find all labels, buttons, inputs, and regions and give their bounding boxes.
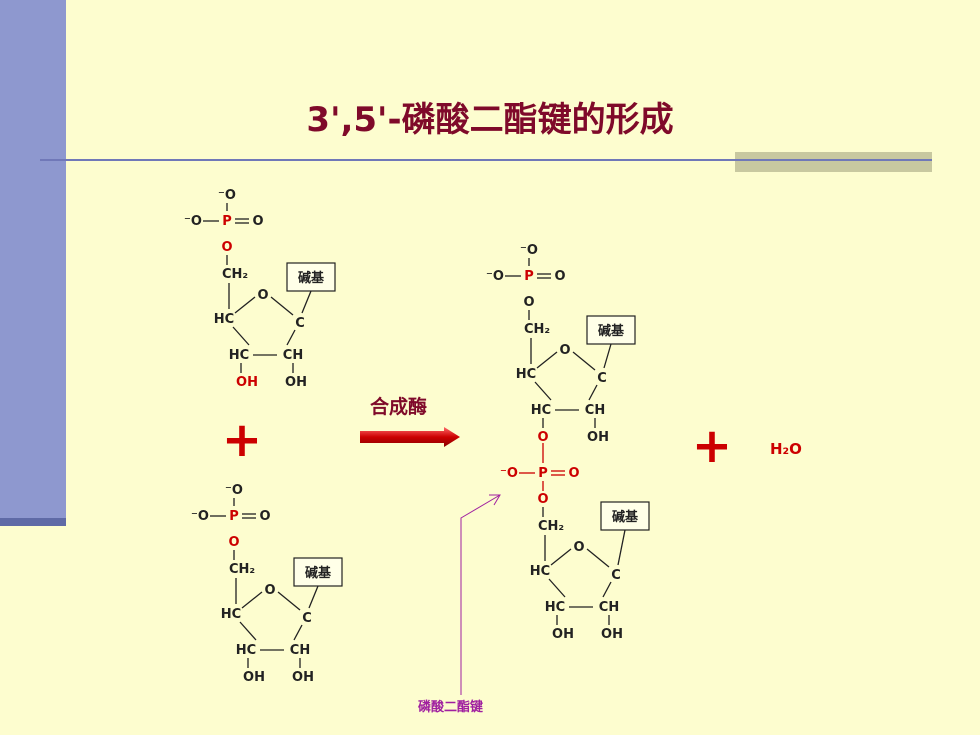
base-label: 碱基 bbox=[298, 270, 325, 286]
phosphate-top-oxygen: ⁻O bbox=[218, 188, 236, 203]
phosphorus-atom: P bbox=[222, 214, 232, 229]
ring-bond-o-c1 bbox=[586, 548, 610, 568]
c4-hc: HC bbox=[516, 367, 536, 382]
base-bond bbox=[603, 343, 612, 369]
c3-hc: HC bbox=[545, 600, 565, 615]
ring-bond-o-c1 bbox=[277, 591, 301, 611]
left-sidebar-edge bbox=[0, 518, 66, 526]
c3-hydroxyl: OH bbox=[236, 375, 258, 390]
base-bond bbox=[301, 290, 312, 314]
c3-hydroxyl: OH bbox=[552, 627, 574, 642]
phosphate-top-oxygen: ⁻O bbox=[225, 483, 243, 498]
ring-oxygen: O bbox=[257, 288, 268, 303]
ester-oxygen: O bbox=[221, 240, 232, 255]
enzyme-label: 合成酶 bbox=[370, 395, 427, 418]
ring-bond-c4-c3 bbox=[232, 326, 250, 346]
c2-hydroxyl: OH bbox=[601, 627, 623, 642]
base-bond bbox=[308, 585, 319, 609]
base-bond bbox=[617, 529, 626, 566]
ring-bond-c1-c2 bbox=[602, 581, 612, 598]
c4-hc: HC bbox=[221, 607, 241, 622]
title-rule-block bbox=[735, 152, 932, 172]
left-sidebar-bar bbox=[0, 0, 66, 522]
ch2-group: CH₂ bbox=[229, 562, 255, 577]
phosphate-left-oxygen: ⁻O bbox=[184, 214, 202, 229]
c2-ch: CH bbox=[585, 403, 605, 418]
ester-oxygen: O bbox=[523, 295, 534, 310]
phosphate-top-oxygen: ⁻O bbox=[520, 243, 538, 258]
plus-sign-right: + bbox=[692, 418, 732, 474]
ring-bond-o-c1 bbox=[572, 351, 596, 371]
bridge-phosphorus: P bbox=[538, 466, 548, 481]
ring-bond-c4-o bbox=[234, 296, 256, 314]
phosphate-right-oxygen: O bbox=[252, 214, 263, 229]
c1-carbon: C bbox=[302, 611, 312, 626]
c2-hydroxyl: OH bbox=[292, 670, 314, 685]
c4-hc: HC bbox=[530, 564, 550, 579]
bond-annotation-leader bbox=[460, 494, 501, 695]
base-label: 碱基 bbox=[598, 323, 625, 339]
c3-hydroxyl: OH bbox=[243, 670, 265, 685]
base-box bbox=[586, 315, 636, 345]
c4-hc: HC bbox=[214, 312, 234, 327]
ring-bond-o-c1 bbox=[270, 296, 294, 316]
title-rule bbox=[40, 159, 932, 161]
ch2-group: CH₂ bbox=[222, 267, 248, 282]
ch2-group: CH₂ bbox=[524, 322, 550, 337]
ring-oxygen: O bbox=[573, 540, 584, 555]
c2-ch: CH bbox=[283, 348, 303, 363]
base-box bbox=[600, 501, 650, 531]
c3-hc: HC bbox=[236, 643, 256, 658]
ring-bond-c4-c3 bbox=[534, 381, 552, 401]
plus-sign-left: + bbox=[222, 412, 262, 468]
ring-bond-c1-c2 bbox=[286, 329, 296, 346]
bridge-phosphate-right-oxygen: O bbox=[568, 466, 579, 481]
ring-bond-c4-o bbox=[536, 351, 558, 369]
phosphorus-atom: P bbox=[524, 269, 534, 284]
ester-oxygen-5prime: O bbox=[537, 492, 548, 507]
ring-bond-c1-c2 bbox=[588, 384, 598, 401]
c3-hc: HC bbox=[531, 403, 551, 418]
c1-carbon: C bbox=[597, 371, 607, 386]
ester-oxygen: O bbox=[228, 535, 239, 550]
ring-oxygen: O bbox=[264, 583, 275, 598]
c2-hydroxyl: OH bbox=[285, 375, 307, 390]
bond-annotation-arrowhead bbox=[489, 494, 501, 506]
water-label: H₂O bbox=[770, 440, 802, 458]
phosphorus-atom: P bbox=[229, 509, 239, 524]
ring-oxygen: O bbox=[559, 343, 570, 358]
c2-ch: CH bbox=[599, 600, 619, 615]
c2-hydroxyl: OH bbox=[587, 430, 609, 445]
bridge-oxygen-3prime: O bbox=[537, 430, 548, 445]
ch2-group: CH₂ bbox=[538, 519, 564, 534]
c1-carbon: C bbox=[611, 568, 621, 583]
ring-bond-c4-c3 bbox=[239, 621, 257, 641]
base-label: 碱基 bbox=[612, 509, 639, 525]
base-label: 碱基 bbox=[305, 565, 332, 581]
c2-ch: CH bbox=[290, 643, 310, 658]
c1-carbon: C bbox=[295, 316, 305, 331]
slide-title: 3',5'-磷酸二酯键的形成 bbox=[306, 100, 674, 140]
ring-bond-c4-c3 bbox=[548, 578, 566, 598]
bridge-phosphate-left-oxygen: ⁻O bbox=[500, 466, 518, 481]
ring-bond-c4-o bbox=[241, 591, 263, 609]
phosphate-right-oxygen: O bbox=[554, 269, 565, 284]
phosphate-left-oxygen: ⁻O bbox=[486, 269, 504, 284]
reaction-arrow bbox=[360, 427, 460, 447]
phosphate-right-oxygen: O bbox=[259, 509, 270, 524]
ring-bond-c1-c2 bbox=[293, 624, 303, 641]
bond-annotation-label: 磷酸二酯键 bbox=[418, 699, 483, 715]
c3-hc: HC bbox=[229, 348, 249, 363]
phosphate-left-oxygen: ⁻O bbox=[191, 509, 209, 524]
ring-bond-c4-o bbox=[550, 548, 572, 566]
